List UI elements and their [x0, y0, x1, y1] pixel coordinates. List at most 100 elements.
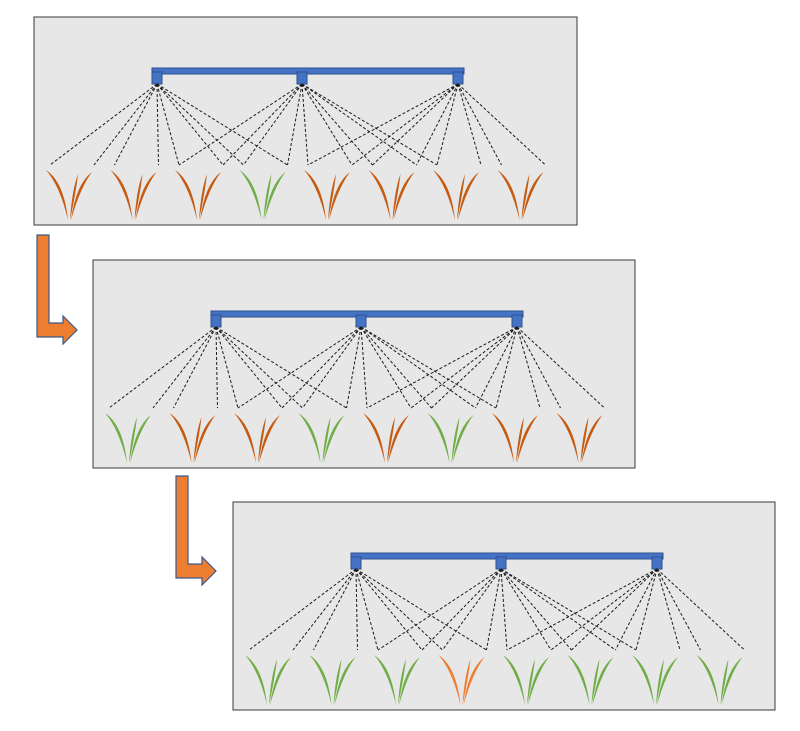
- spray-line: [302, 326, 362, 409]
- plant-icon: [110, 170, 157, 220]
- nozzle-icon: [355, 314, 367, 328]
- nozzle-icon: [452, 71, 464, 85]
- spray-line: [416, 83, 459, 166]
- spray-lines: [108, 326, 605, 409]
- spray-line: [457, 83, 482, 166]
- plant-row: [245, 655, 743, 705]
- plant-icon: [298, 413, 345, 463]
- spray-line: [156, 83, 159, 166]
- spray-line: [355, 568, 487, 651]
- spray-line: [495, 326, 518, 409]
- plant-icon: [632, 655, 678, 705]
- spray-line: [500, 568, 637, 651]
- spray-line: [49, 83, 158, 166]
- sprayer-panel: [33, 16, 578, 226]
- spray-line: [355, 568, 358, 651]
- plant-icon: [309, 655, 356, 705]
- spray-line: [506, 568, 658, 651]
- spray-line: [475, 326, 518, 409]
- spray-line: [355, 568, 379, 651]
- plant-icon: [374, 655, 420, 705]
- spray-line: [360, 326, 412, 409]
- boom-bar: [350, 552, 664, 560]
- spray-line: [215, 326, 283, 409]
- spray-line: [301, 83, 438, 166]
- plant-icon: [567, 655, 614, 705]
- spray-line: [313, 568, 357, 651]
- spray-line: [243, 83, 303, 166]
- nozzle-icon: [511, 314, 523, 328]
- spray-line: [656, 568, 681, 651]
- plant-row: [46, 170, 544, 220]
- plant-icon: [169, 413, 216, 463]
- spray-line: [248, 568, 357, 651]
- spray-line: [281, 326, 362, 409]
- spray-line: [500, 568, 616, 651]
- boom-bar: [210, 310, 524, 318]
- spray-line: [301, 83, 373, 166]
- spray-line: [635, 568, 658, 651]
- spray-line: [307, 83, 459, 166]
- nozzle-icon: [151, 71, 163, 85]
- bent-arrow-icon: [36, 234, 78, 346]
- spray-line: [108, 326, 217, 409]
- spray-line: [114, 83, 158, 166]
- panel-frame: [33, 16, 578, 226]
- spray-lines: [49, 83, 546, 166]
- plant-icon: [427, 413, 474, 463]
- plant-icon: [503, 655, 549, 705]
- spray-line: [215, 326, 347, 409]
- spray-line: [156, 83, 288, 166]
- spray-line: [486, 568, 502, 651]
- spray-line: [156, 83, 180, 166]
- spray-line: [346, 326, 362, 409]
- boom-bar: [151, 67, 465, 75]
- plant-icon: [46, 170, 92, 220]
- spray-line: [550, 568, 658, 651]
- plant-icon: [363, 413, 409, 463]
- spray-line: [173, 326, 217, 409]
- spray-line: [355, 568, 423, 651]
- spray-line: [656, 568, 701, 651]
- plant-icon: [556, 413, 603, 463]
- spray-line: [442, 568, 502, 651]
- spray-line: [615, 568, 658, 651]
- spray-line: [410, 326, 518, 409]
- spray-line: [436, 83, 459, 166]
- spray-line: [360, 326, 432, 409]
- spray-line: [457, 83, 502, 166]
- spray-line: [287, 83, 303, 166]
- panels-layer: [33, 16, 776, 711]
- plant-icon: [234, 413, 280, 463]
- spray-line: [178, 83, 303, 166]
- spray-line: [152, 326, 217, 409]
- sprayer-panel: [232, 501, 776, 711]
- plant-icon: [497, 170, 544, 220]
- nozzle-icon: [651, 556, 663, 570]
- spray-line: [215, 326, 218, 409]
- plant-row: [105, 413, 603, 463]
- spray-lines: [248, 568, 745, 651]
- nozzle-icon: [495, 556, 507, 570]
- spray-line: [360, 326, 476, 409]
- spray-line: [500, 568, 552, 651]
- bent-arrow-icon: [175, 475, 217, 587]
- spray-line: [360, 326, 368, 409]
- spray-line: [301, 83, 417, 166]
- spray-line: [237, 326, 362, 409]
- arrows-layer: [36, 234, 217, 587]
- spray-line: [301, 83, 353, 166]
- plant-icon: [304, 170, 350, 220]
- spray-line: [366, 326, 518, 409]
- plant-icon: [433, 170, 479, 220]
- spray-line: [500, 568, 572, 651]
- nozzle-icon: [210, 314, 222, 328]
- spray-line: [421, 568, 502, 651]
- spray-line: [215, 326, 239, 409]
- plant-icon: [438, 655, 485, 705]
- spray-line: [500, 568, 508, 651]
- spray-line: [516, 326, 561, 409]
- spray-line: [360, 326, 497, 409]
- nozzle-icon: [350, 556, 362, 570]
